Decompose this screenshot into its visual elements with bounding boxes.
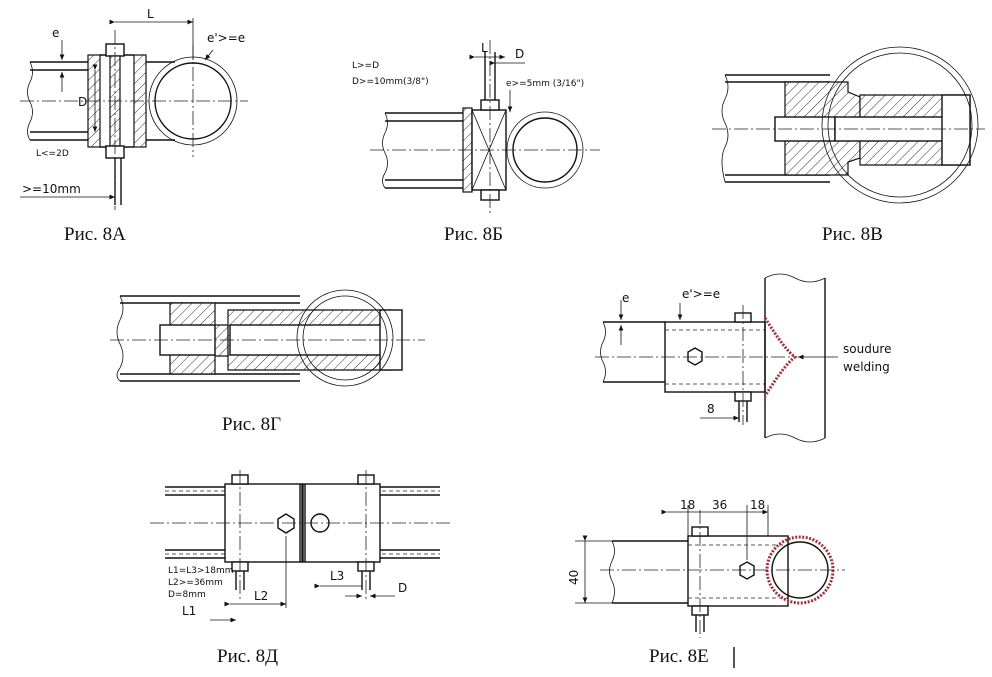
note-l1-l3: L1=L3>18mm [168, 566, 234, 576]
note-gap-10mm: >=10mm [22, 182, 81, 196]
caption-8d: Рис. 8Г [222, 414, 281, 435]
caption-8a: Рис. 8А [64, 224, 126, 245]
caption-8de: Рис. 8Д [217, 646, 278, 667]
figure-8b: L>=D D>=10mm(3/8") e>=5mm (3/16") L D Ри… [352, 40, 600, 245]
figure-8a: L e e'>=e D L<=2D >=10mm Рис. 8А [20, 7, 248, 245]
figure-8e-final: 18 36 18 40 Рис. 8Е [567, 498, 845, 668]
note-e-5mm: e>=5mm (3/16") [506, 79, 584, 89]
dim-36: 36 [712, 498, 727, 512]
dim-40: 40 [567, 570, 581, 585]
dim-D-b: D [515, 47, 524, 61]
dim-L-b: L [481, 41, 488, 55]
dim-e-weld: e [622, 291, 629, 305]
dim-D-de: D [398, 581, 407, 595]
dim-18-left: 18 [680, 498, 695, 512]
note-l2: L2>=36mm [168, 578, 223, 588]
label-soudure: soudure [843, 342, 891, 356]
dim-L3: L3 [330, 569, 344, 583]
note-l-le-2d: L<=2D [36, 149, 69, 159]
note-l-ge-d: L>=D [352, 61, 379, 71]
note-d-10mm: D>=10mm(3/8") [352, 77, 429, 87]
dim-L: L [147, 7, 154, 21]
dim-e-prime: e'>=e [207, 31, 245, 45]
caption-8e: Рис. 8Е [649, 646, 709, 667]
note-d-8mm: D=8mm [168, 590, 206, 600]
dim-8: 8 [707, 402, 715, 416]
dim-L1: L1 [182, 604, 196, 618]
caption-8b: Рис. 8Б [444, 224, 503, 245]
dim-D: D [78, 95, 87, 109]
dim-e-prime-weld: e'>=e [682, 287, 720, 301]
figure-8-de: L1=L3>18mm L2>=36mm D=8mm L1 L2 L3 D Рис… [150, 470, 450, 667]
figure-8e: e e'>=e soudure welding 8 [595, 273, 891, 443]
label-welding: welding [843, 360, 890, 374]
caption-8c: Рис. 8В [822, 224, 883, 245]
dim-L2: L2 [254, 589, 268, 603]
dim-e: e [52, 26, 59, 40]
figure-8c: Рис. 8В [712, 46, 985, 245]
dim-18-right: 18 [750, 498, 765, 512]
figure-8d: Рис. 8Г [110, 289, 425, 435]
